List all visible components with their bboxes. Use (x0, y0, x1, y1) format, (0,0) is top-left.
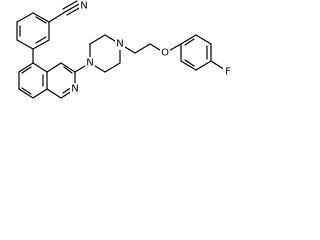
bond (210, 60, 226, 71)
bond (89, 34, 106, 45)
bond (180, 34, 197, 45)
bond (16, 39, 34, 50)
bond (35, 16, 47, 24)
bond (32, 39, 50, 50)
bond (18, 62, 34, 73)
bond (60, 62, 76, 73)
bond (195, 60, 212, 71)
fluorine-label: F (225, 67, 231, 78)
bond (46, 62, 62, 73)
quinoline-nitrogen-label: N (71, 84, 78, 95)
molecule-structure: N N N N O F (16, 0, 233, 99)
piperazine-nitrogen-4-label: N (116, 39, 123, 50)
bond (184, 38, 195, 46)
bond (16, 12, 34, 23)
bond (35, 36, 47, 44)
ether-oxygen-label: O (161, 48, 169, 59)
bond (62, 0, 78, 10)
bond (184, 59, 195, 67)
bond (63, 66, 73, 74)
atom-labels: N N N N O F (70, 0, 233, 95)
bond (32, 12, 50, 23)
bond (21, 87, 32, 95)
bond (195, 34, 212, 45)
bond (134, 43, 151, 54)
bond (64, 3, 80, 13)
piperazine-nitrogen-1-label: N (86, 58, 93, 69)
bond (104, 62, 121, 73)
nitrile-nitrogen-label: N (80, 1, 87, 12)
bond (180, 60, 197, 71)
bond (32, 88, 48, 99)
bond (66, 6, 82, 16)
bond-lines (16, 0, 226, 99)
bond (48, 11, 66, 23)
bond (46, 88, 62, 99)
bond (21, 66, 32, 74)
bond (32, 62, 48, 73)
bond (18, 88, 34, 99)
